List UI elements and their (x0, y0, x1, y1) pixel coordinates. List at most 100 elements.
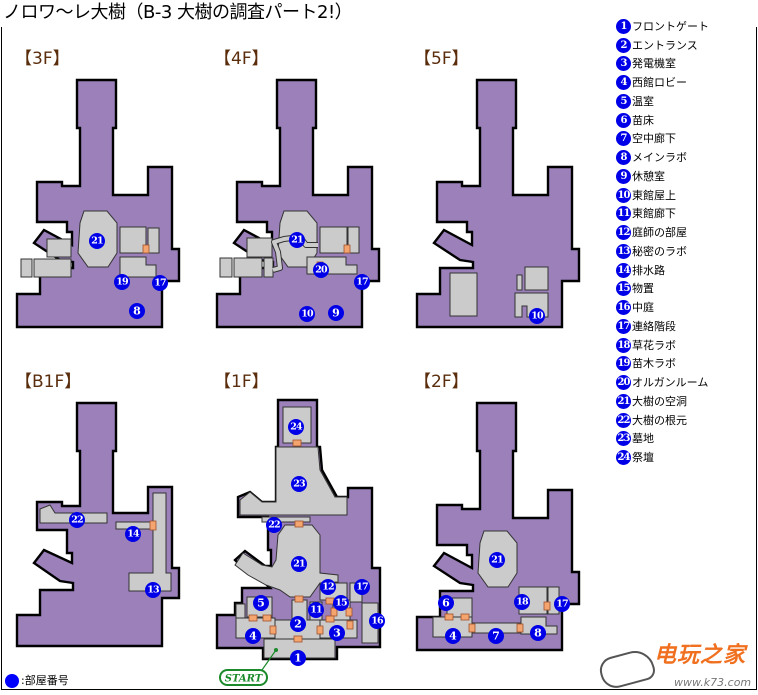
room-number-badge: 20 (616, 375, 631, 391)
room-marker[interactable]: 21 (291, 556, 307, 572)
doors (248, 439, 354, 643)
room-marker[interactable]: 10 (299, 306, 315, 322)
floor-map-5f (415, 78, 581, 329)
legend-label: 物置 (632, 282, 654, 296)
room-number-badge: 7 (616, 131, 631, 147)
room (449, 272, 478, 317)
room-marker[interactable]: 15 (333, 595, 349, 611)
svg-text:4: 4 (449, 630, 457, 643)
svg-text:10: 10 (301, 309, 314, 320)
room (20, 258, 33, 278)
svg-text:22: 22 (71, 515, 83, 526)
floor-map-4f (215, 78, 381, 329)
legend-label: 庭師の部屋 (632, 226, 687, 240)
room-number-badge: 3 (616, 56, 631, 72)
floor-label-2f: 【2F】 (414, 372, 469, 392)
room-marker[interactable]: 1 (290, 650, 306, 666)
room-marker[interactable]: 21 (289, 232, 305, 248)
door (343, 244, 351, 254)
room-marker[interactable]: 23 (291, 476, 307, 492)
floor-label-1f: 【1F】 (214, 372, 269, 392)
floor-map-b1f (15, 401, 181, 648)
watermark: 电玩之家 www.k73.com (596, 643, 756, 692)
room-marker[interactable]: 24 (288, 419, 304, 435)
room-marker[interactable]: 4 (245, 628, 261, 644)
room-marker[interactable]: 2 (290, 616, 306, 632)
marker-key-label: :部屋番号 (21, 674, 69, 687)
room-marker[interactable]: 5 (253, 595, 269, 611)
start-label: START (225, 674, 264, 685)
svg-text:21: 21 (293, 559, 305, 570)
room-marker[interactable]: 21 (489, 552, 505, 568)
page-title: ノロワ〜レ大樹（B-3 大樹の調査パート2!） (3, 2, 353, 23)
room-marker[interactable]: 14 (125, 526, 141, 542)
svg-text:21: 21 (291, 235, 303, 246)
room-marker[interactable]: 10 (529, 308, 545, 324)
door (444, 613, 454, 621)
start-pointer (261, 649, 277, 671)
floor-outline (15, 78, 181, 329)
gamepad-icon (596, 646, 658, 692)
room-marker[interactable]: 19 (114, 274, 130, 290)
room-marker[interactable]: 17 (554, 596, 570, 612)
room-marker[interactable]: 21 (89, 233, 105, 249)
legend-label: 発電機室 (632, 57, 676, 71)
room-marker[interactable]: 22 (69, 512, 85, 528)
legend-label: 連絡階段 (632, 319, 676, 333)
room-marker[interactable]: 4 (445, 628, 461, 644)
room-marker[interactable]: 9 (328, 305, 344, 321)
room-number-badge: 21 (616, 393, 631, 409)
floor-map-1f: START (215, 398, 382, 686)
svg-text:17: 17 (356, 582, 368, 593)
floor-map-3f (15, 78, 181, 329)
room-marker[interactable]: 18 (514, 594, 530, 610)
svg-text:4: 4 (249, 630, 257, 643)
room-number-badge: 23 (616, 431, 631, 447)
room-number-badge: 9 (616, 168, 631, 184)
svg-text:20: 20 (315, 265, 328, 276)
room-marker[interactable]: 7 (488, 628, 504, 644)
room-marker[interactable]: 17 (354, 579, 370, 595)
svg-text:22: 22 (268, 520, 280, 531)
legend-label: 草花ラボ (632, 338, 676, 352)
room-marker[interactable]: 6 (438, 595, 454, 611)
svg-text:17: 17 (356, 277, 368, 288)
room-marker[interactable]: 16 (369, 613, 385, 629)
room (246, 237, 273, 258)
room-number-badge: 12 (616, 225, 631, 241)
room-number-badge: 14 (616, 262, 631, 278)
room-marker[interactable]: 13 (145, 582, 161, 598)
legend-label: 墓地 (632, 432, 654, 446)
legend-label: 空中廊下 (632, 132, 676, 146)
room-marker[interactable]: 22 (266, 517, 282, 533)
room-20 (319, 226, 348, 254)
room-marker[interactable]: 11 (308, 602, 324, 618)
room-number-badge: 18 (616, 337, 631, 353)
legend-label: エントランス (632, 38, 698, 52)
room-marker[interactable]: 8 (530, 625, 546, 641)
room-marker[interactable]: 17 (152, 275, 168, 291)
room-number-badge: 19 (616, 356, 631, 372)
legend-label: 西館ロビー (632, 76, 687, 90)
room-13 (128, 492, 172, 592)
room-marker[interactable]: 20 (313, 262, 329, 278)
legend-label: 祭壇 (632, 451, 654, 465)
room-marker[interactable]: 17 (354, 274, 370, 290)
room (235, 603, 246, 619)
room-marker[interactable]: 3 (329, 625, 345, 641)
room-number-badge: 1 (616, 18, 631, 34)
room-19 (119, 226, 147, 254)
legend-label: 東館屋上 (632, 188, 676, 202)
room-number-badge: 8 (616, 150, 631, 166)
room-marker[interactable]: 12 (320, 579, 336, 595)
room-marker[interactable]: 8 (129, 303, 145, 319)
room-number-badge: 13 (616, 243, 631, 259)
svg-text:17: 17 (154, 278, 166, 289)
